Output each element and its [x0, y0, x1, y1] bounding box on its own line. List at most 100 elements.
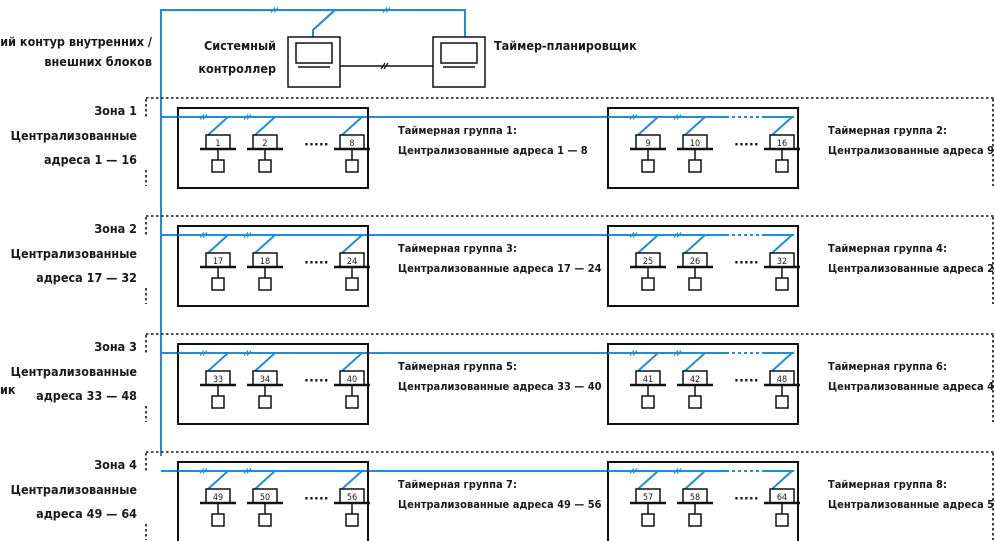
indoor-unit[interactable]: 1	[200, 134, 236, 173]
zone-title: Зона 2	[94, 221, 137, 236]
break-mark	[199, 350, 205, 356]
break-mark	[243, 350, 249, 356]
break-mark	[243, 232, 249, 238]
unit-branch	[637, 234, 659, 254]
indoor-unit[interactable]: 25	[630, 252, 666, 291]
timer-group-2: 57 58 64 ····· Таймерная группа 8: Централизо…	[607, 461, 995, 541]
ellipsis: ·····	[734, 256, 759, 271]
indoor-unit[interactable]: 33	[200, 370, 236, 409]
remote-controller	[211, 159, 225, 173]
indoor-unit[interactable]: 57	[630, 488, 666, 527]
unit-number: 58	[690, 493, 700, 503]
remote-controller	[258, 513, 272, 527]
unit-number: 25	[643, 257, 653, 267]
bus-break-marks	[270, 7, 391, 13]
break-mark	[246, 468, 252, 474]
remote-controller	[258, 277, 272, 291]
unit-number: 41	[643, 375, 653, 385]
indoor-unit[interactable]: 9	[630, 134, 666, 173]
indoor-unit[interactable]: 26	[677, 252, 713, 291]
break-mark	[202, 350, 208, 356]
indoor-unit[interactable]: 18	[247, 252, 283, 291]
unit-branch	[771, 352, 793, 372]
indoor-unit[interactable]: 2	[247, 134, 283, 173]
indoor-unit[interactable]: 34	[247, 370, 283, 409]
indoor-unit[interactable]: 48	[764, 370, 800, 409]
unit-number: 42	[690, 375, 700, 385]
remote-controller	[775, 513, 789, 527]
group-title: Таймерная группа 8:	[828, 478, 947, 491]
cut-label: ик	[0, 382, 16, 397]
indoor-unit[interactable]: 32	[764, 252, 800, 291]
unit-number: 50	[260, 493, 270, 503]
system-controller-device[interactable]	[287, 36, 341, 88]
indoor-unit[interactable]: 50	[247, 488, 283, 527]
unit-number: 64	[777, 493, 787, 503]
zone-label-line1: Централизованные	[11, 364, 138, 379]
unit-branch	[771, 116, 793, 136]
remote-controller	[345, 159, 359, 173]
break-mark	[676, 232, 682, 238]
indoor-unit[interactable]: 49	[200, 488, 236, 527]
remote-controller	[688, 277, 702, 291]
remote-controller	[345, 277, 359, 291]
zone-title: Зона 1	[94, 103, 137, 118]
indoor-unit[interactable]: 16	[764, 134, 800, 173]
group-addresses: Централизованные адреса 49 — 56	[398, 498, 602, 511]
break-mark	[243, 114, 249, 120]
group-addresses: Централизованные адреса 57 — 64	[828, 498, 995, 511]
group-title: Таймерная группа 2:	[828, 124, 947, 137]
unit-number: 57	[643, 493, 653, 503]
remote-controller	[688, 395, 702, 409]
ellipsis: ·····	[304, 138, 329, 153]
unit-branch	[341, 352, 363, 372]
timer-scheduler-device[interactable]	[432, 36, 486, 88]
break-mark	[629, 468, 635, 474]
indoor-unit[interactable]: 24	[334, 252, 370, 291]
remote-controller	[641, 395, 655, 409]
remote-controller	[775, 159, 789, 173]
indoor-unit[interactable]: 58	[677, 488, 713, 527]
break-mark	[673, 350, 679, 356]
unit-branch	[684, 352, 706, 372]
zone-label-line2: адреса 17 — 32	[36, 270, 137, 285]
indoor-unit[interactable]: 42	[677, 370, 713, 409]
controller-timer-link	[340, 62, 433, 70]
unit-number: 32	[777, 257, 787, 267]
indoor-unit[interactable]: 41	[630, 370, 666, 409]
zone-label-line2: адреса 1 — 16	[44, 152, 137, 167]
unit-number: 17	[213, 257, 223, 267]
unit-number: 1	[215, 139, 220, 149]
group-addresses: Централизованные адреса 33 — 40	[398, 380, 602, 393]
unit-branch	[684, 116, 706, 136]
ellipsis: ·····	[734, 374, 759, 389]
indoor-unit[interactable]: 64	[764, 488, 800, 527]
indoor-unit[interactable]: 8	[334, 134, 370, 173]
unit-number: 18	[260, 257, 270, 267]
break-mark	[199, 468, 205, 474]
indoor-unit[interactable]: 17	[200, 252, 236, 291]
ellipsis: ·····	[734, 492, 759, 507]
remote-controller	[258, 395, 272, 409]
remote-controller	[688, 513, 702, 527]
bus-branch	[312, 9, 336, 31]
group-title: Таймерная группа 5:	[398, 360, 517, 373]
group-title: Таймерная группа 4:	[828, 242, 947, 255]
break-mark	[673, 468, 679, 474]
unit-branch	[637, 470, 659, 490]
unit-branch	[207, 470, 229, 490]
contour-label-line2: внешних блоков	[44, 54, 152, 69]
indoor-unit[interactable]: 56	[334, 488, 370, 527]
indoor-unit[interactable]: 10	[677, 134, 713, 173]
indoor-unit[interactable]: 40	[334, 370, 370, 409]
group-addresses: Централизованные адреса 1 — 8	[398, 144, 588, 157]
unit-branch	[684, 470, 706, 490]
unit-branch	[207, 352, 229, 372]
